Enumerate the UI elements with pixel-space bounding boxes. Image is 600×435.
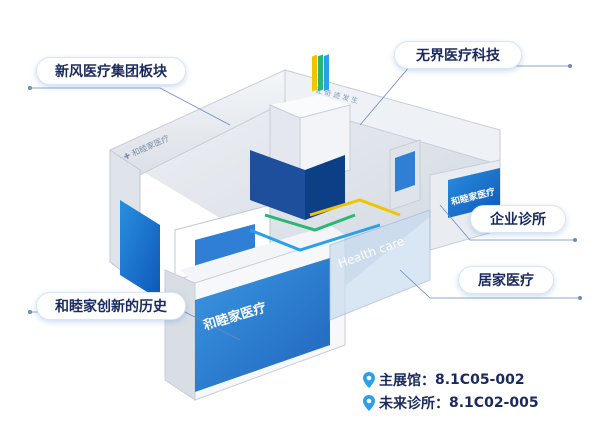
- left-wall-blue: [120, 200, 160, 300]
- location-future-code: 8.1C02-005: [449, 395, 539, 411]
- callout-home: 居家医疗: [458, 266, 554, 294]
- callout-home-label: 居家医疗: [478, 273, 534, 289]
- front-block-side: [164, 269, 196, 401]
- location-main-label: 主展馆：: [379, 373, 435, 389]
- screen-cube-right: [305, 155, 345, 220]
- leader-home: [399, 269, 580, 299]
- screen-cube-left: [250, 150, 305, 220]
- floor-line-blue: [249, 223, 381, 252]
- callout-wujie: 无界医疗科技: [394, 41, 522, 69]
- glass-front: [329, 209, 431, 321]
- front-block-blue: [195, 258, 330, 392]
- callout-history: 和睦家创新的历史: [36, 292, 186, 320]
- floor-line-green: [264, 213, 356, 232]
- floor-line-yellow: [309, 198, 401, 217]
- location-future-label: 未来诊所：: [379, 396, 449, 412]
- front-block-top: [180, 225, 345, 283]
- callout-history-label: 和睦家创新的历史: [55, 299, 167, 315]
- location-main-code: 8.1C05-002: [435, 372, 525, 388]
- location-pin-icon: [363, 395, 375, 411]
- callout-enterprise: 企业诊所: [470, 205, 566, 233]
- callout-enterprise-label: 企业诊所: [490, 212, 546, 228]
- callout-xinfeng: 新风医疗集团板块: [36, 57, 186, 85]
- location-main: 主展馆： 8.1C05-002: [362, 370, 525, 390]
- center-column-top: [270, 95, 350, 118]
- leader-xinfeng: [30, 87, 231, 126]
- leader-enterprise: [439, 204, 575, 241]
- location-future: 未来诊所： 8.1C02-005: [362, 393, 539, 413]
- callout-xinfeng-label: 新风医疗集团板块: [55, 64, 167, 80]
- callout-wujie-label: 无界医疗科技: [416, 48, 500, 64]
- location-pin-icon: [363, 372, 375, 388]
